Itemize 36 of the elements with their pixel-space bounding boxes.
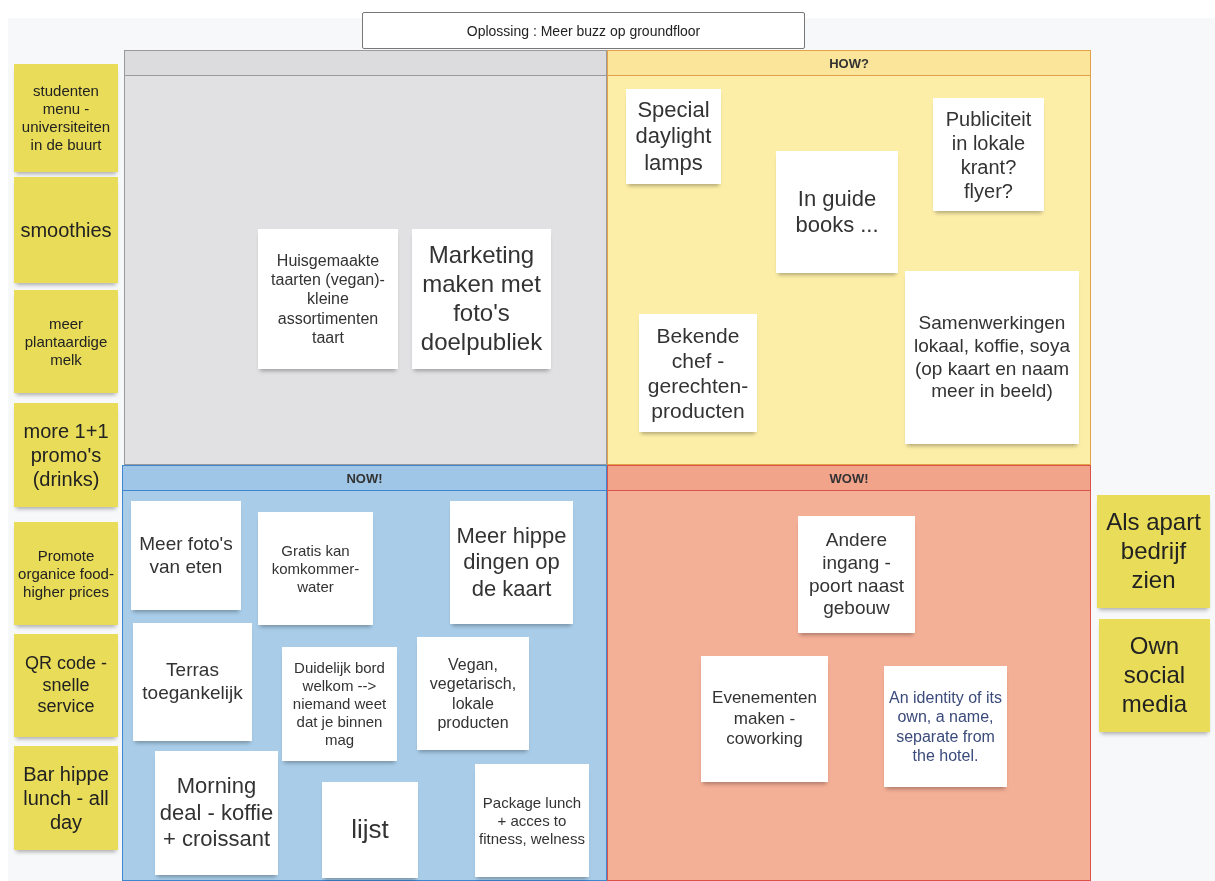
sticky-note: QR code - snelle service (14, 634, 118, 737)
sticky-note: In guide books ... (776, 151, 898, 273)
sticky-note: meer plantaardige melk (14, 290, 118, 393)
sticky-note: Bar hippe lunch - all day (14, 746, 118, 850)
sticky-note: Als apart bedrijf zien (1097, 495, 1210, 608)
sticky-note: Terras toegankelijk (133, 623, 252, 741)
sticky-note: Morning deal - koffie + croissant (155, 751, 278, 875)
sticky-note: Huisgemaakte taarten (vegan)- kleine assortimenten taart (258, 229, 398, 369)
title-box: Oplossing : Meer buzz op groundfloor (362, 12, 805, 49)
quadrant-heading: WOW! (608, 466, 1090, 491)
sticky-note: An identity of its own, a name, separate from the hotel. (884, 666, 1007, 787)
sticky-note: Gratis kan komkommer-water (258, 512, 373, 625)
quadrant-panel (607, 50, 1091, 465)
sticky-note: Vegan, vegetarisch, lokale producten (417, 637, 529, 750)
sticky-note: Package lunch + acces to fitness, welness (475, 764, 589, 877)
sticky-note: Marketing maken met foto's doelpubliek (412, 229, 551, 369)
sticky-note: Promote organice food- higher prices (14, 522, 118, 625)
sticky-note: Own social media (1099, 619, 1210, 732)
sticky-note: studenten menu - universiteiten in de buurt (14, 64, 118, 172)
quadrant-heading: HOW? (608, 51, 1090, 76)
sticky-note: Samenwerkingen lokaal, koffie, soya (op kaart en naam meer in beeld) (905, 271, 1079, 444)
sticky-note: lijst (322, 782, 418, 878)
sticky-note: Meer foto's van eten (131, 501, 241, 610)
sticky-note: smoothies (14, 177, 118, 283)
sticky-note: more 1+1 promo's (drinks) (14, 403, 118, 507)
sticky-note: Meer hippe dingen op de kaart (450, 501, 573, 624)
sticky-note: Publiciteit in lokale krant? flyer? (933, 98, 1044, 211)
sticky-note: Andere ingang - poort naast gebouw (798, 516, 915, 633)
sticky-note: Evenementen maken - coworking (701, 656, 828, 782)
quadrant-panel (607, 465, 1091, 881)
sticky-note: Special daylight lamps (626, 89, 721, 184)
quadrant-heading: NOW! (123, 466, 606, 491)
sticky-note: Duidelijk bord welkom --> niemand weet dat je binnen mag (282, 647, 397, 761)
quadrant-panel (124, 50, 607, 465)
quadrant-panel (122, 465, 607, 881)
sticky-note: Bekende chef - gerechten-producten (639, 314, 757, 432)
